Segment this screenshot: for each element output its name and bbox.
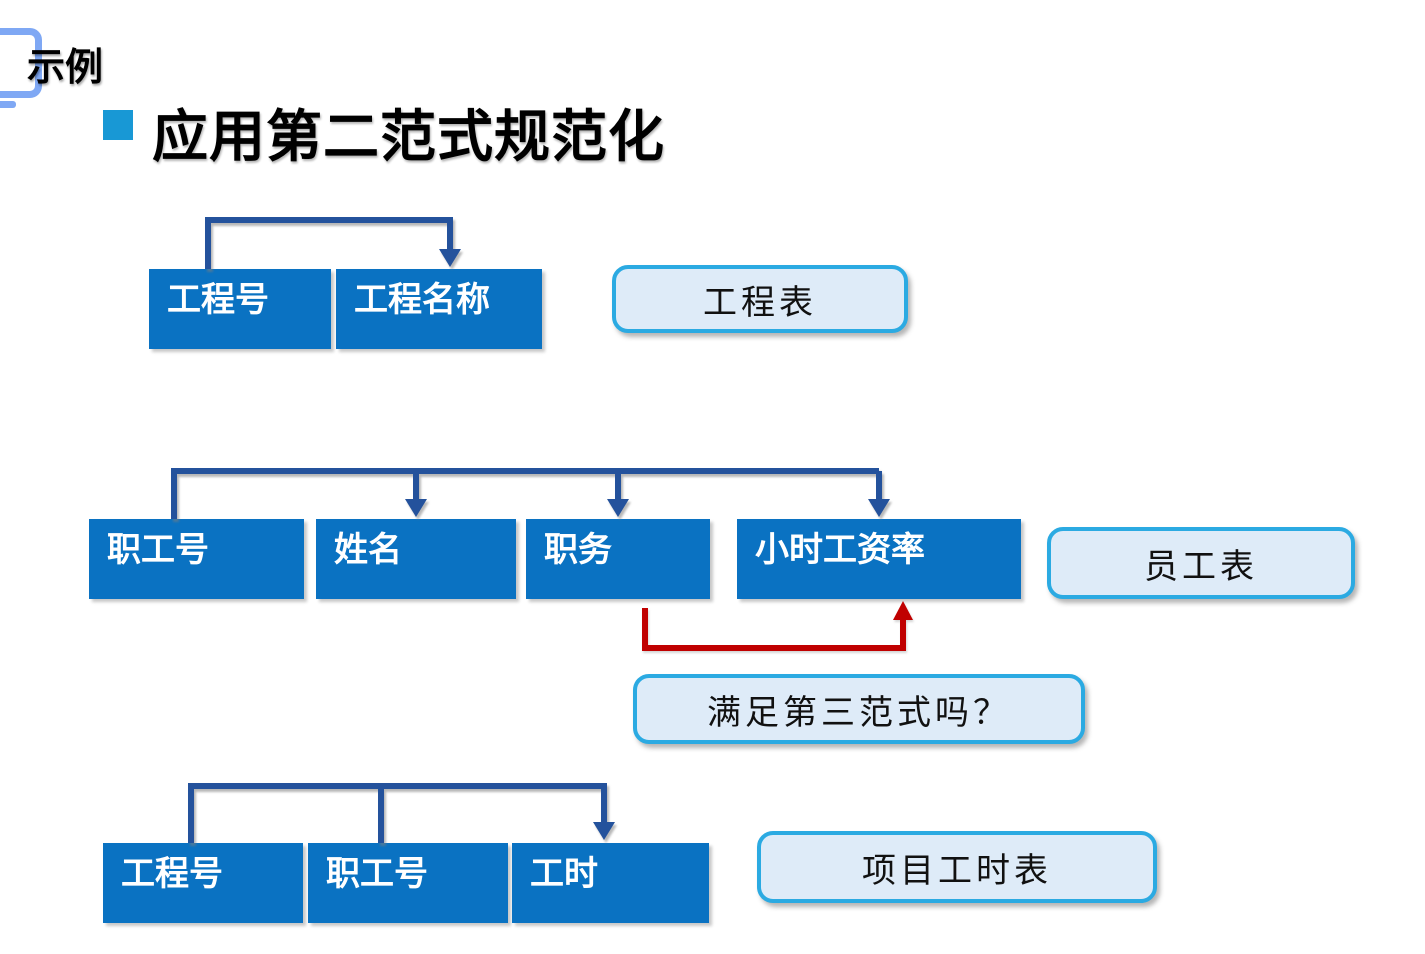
field-cell-name: 姓名: [316, 519, 516, 599]
field-cell-employee-no: 职工号: [89, 519, 304, 599]
field-cell-project-name: 工程名称: [336, 269, 542, 349]
table-label-project: 工程表: [612, 265, 908, 333]
field-cell-work-hours: 工时: [512, 843, 709, 923]
arrow-position-to-hourly-rate: [642, 601, 913, 651]
field-cell-employee-no-2: 职工号: [308, 843, 508, 923]
arrow-project-no-to-name: [205, 217, 461, 269]
field-cell-hourly-rate: 小时工资率: [737, 519, 1021, 599]
corner-bracket-icon: [0, 28, 42, 98]
heading-bullet-icon: [103, 110, 133, 140]
arrow-composite-key-to-hours: [188, 783, 615, 843]
field-cell-project-no: 工程号: [149, 269, 331, 349]
note-third-normal-form: 满足第三范式吗？: [633, 674, 1085, 744]
slide-tag: 示例: [27, 47, 104, 89]
table-label-project-hours: 项目工时表: [757, 831, 1157, 903]
table-label-employee: 员工表: [1047, 527, 1355, 599]
page-title: 应用第二范式规范化: [152, 105, 665, 168]
arrow-employee-no-to-fields: [171, 468, 890, 519]
corner-bracket-stub-icon: [0, 101, 16, 108]
field-cell-project-no-2: 工程号: [103, 843, 303, 923]
field-cell-position: 职务: [526, 519, 710, 599]
